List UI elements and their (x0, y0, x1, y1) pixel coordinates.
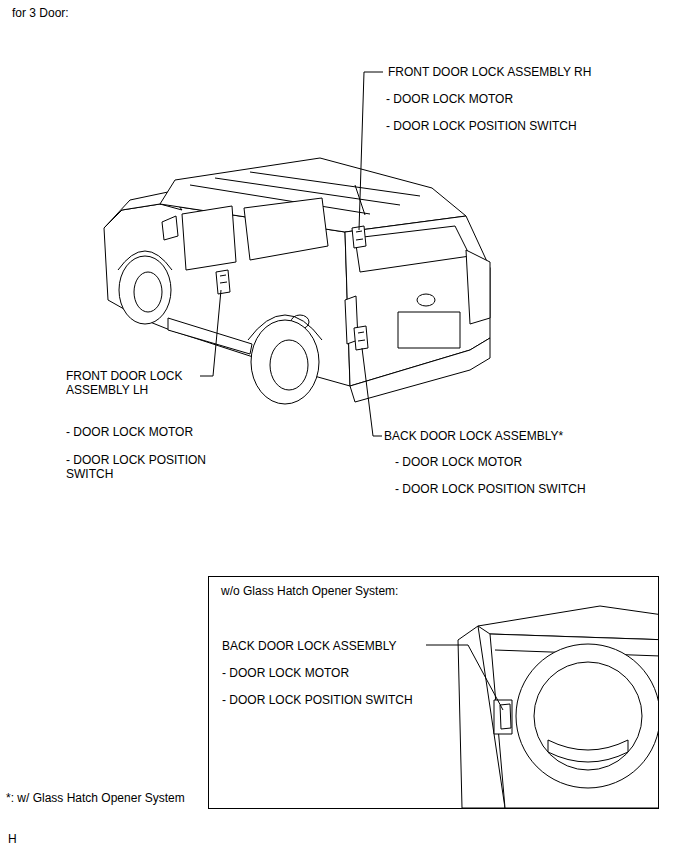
heading-note: for 3 Door: (12, 6, 69, 20)
page-mark: H (8, 832, 17, 846)
part-name: BACK DOOR LOCK ASSEMBLY (222, 639, 397, 653)
variant-heading: w/o Glass Hatch Opener System: (221, 584, 398, 598)
component-name: - DOOR LOCK MOTOR (66, 425, 193, 439)
footnote: *: w/ Glass Hatch Opener System (6, 791, 185, 805)
variant-inset-box: w/o Glass Hatch Opener System: BACK DOOR … (208, 576, 659, 809)
component-name: - DOOR LOCK POSITION SWITCH (386, 119, 577, 133)
part-name: FRONT DOOR LOCK ASSEMBLY RH (388, 65, 591, 79)
component-name: - DOOR LOCK MOTOR (395, 455, 522, 469)
component-name: - DOOR LOCK POSITION SWITCH (222, 693, 413, 707)
part-name: FRONT DOOR LOCK ASSEMBLY LH (66, 369, 201, 397)
component-name: - DOOR LOCK MOTOR (386, 92, 513, 106)
component-name: - DOOR LOCK POSITION SWITCH (395, 482, 586, 496)
component-name: - DOOR LOCK POSITION SWITCH (66, 453, 216, 481)
part-name: BACK DOOR LOCK ASSEMBLY* (384, 429, 563, 443)
component-name: - DOOR LOCK MOTOR (222, 666, 349, 680)
